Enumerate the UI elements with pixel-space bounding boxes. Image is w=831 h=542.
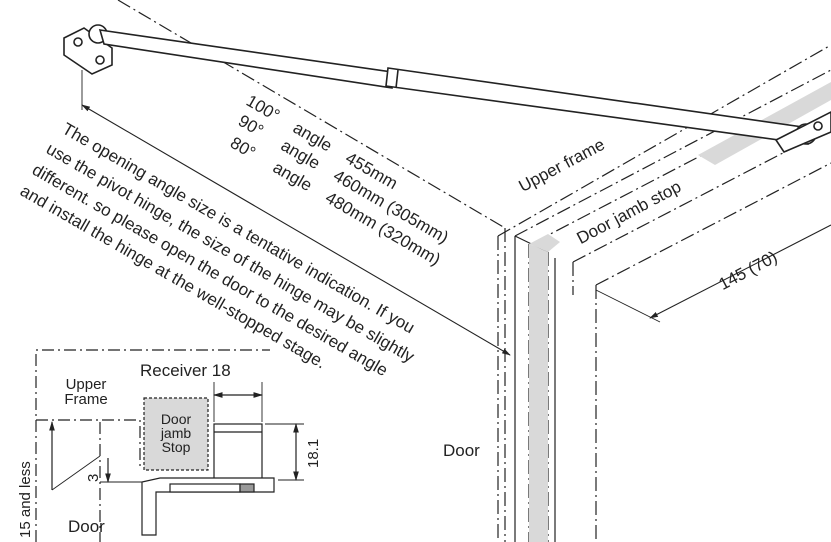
upper-frame-detail-label: Upper Frame bbox=[58, 377, 114, 407]
stop-line1: Door bbox=[160, 411, 192, 427]
receiver-label: Receiver 18 bbox=[140, 361, 231, 380]
dim-18-1-label: 18.1 bbox=[305, 438, 322, 468]
door-jamb-stop-detail-label: Door jamb Stop bbox=[150, 412, 202, 454]
door-label: Door bbox=[443, 441, 480, 460]
closer-arm bbox=[63, 24, 831, 153]
dim-3-label: 3 bbox=[85, 473, 102, 482]
upper-frame-line2: Frame bbox=[64, 391, 108, 408]
angle-dim-line bbox=[81, 70, 511, 356]
detail-view bbox=[35, 349, 304, 542]
dim-15-label: 15 and less bbox=[17, 461, 34, 538]
stop-line3: Stop bbox=[161, 439, 191, 455]
upper-frame-line1: Upper bbox=[65, 376, 107, 393]
dim-145-line bbox=[595, 224, 831, 323]
door-detail-label: Door bbox=[68, 517, 105, 536]
stop-line2: jamb bbox=[160, 425, 192, 441]
